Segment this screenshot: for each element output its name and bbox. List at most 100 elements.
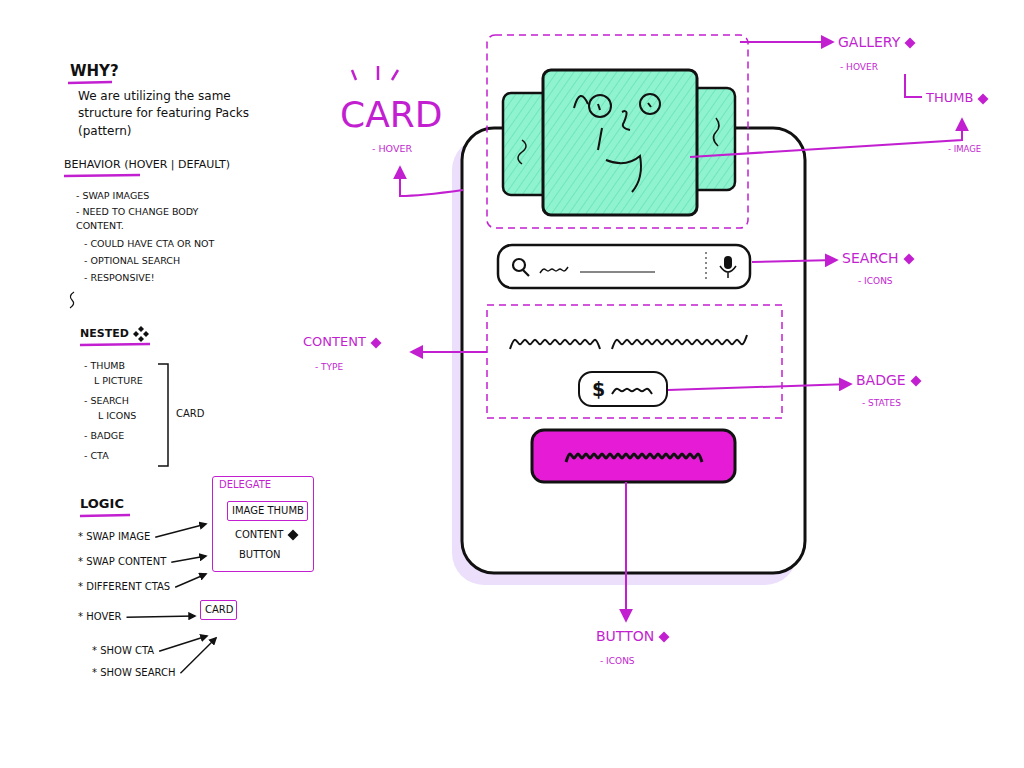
logic-item: * SHOW SEARCH (92, 667, 175, 680)
leader-line (625, 482, 627, 620)
component-icon (370, 337, 381, 348)
note-heading: LOGIC (80, 496, 124, 512)
logic-item: * DIFFERENT CTAS (78, 581, 170, 594)
note-item: - THUMB (84, 360, 125, 372)
bracket (158, 364, 168, 466)
bracket (70, 292, 74, 308)
component-icon (904, 37, 916, 49)
underline (68, 82, 112, 83)
underline (64, 175, 140, 176)
callout-label: SEARCH (842, 250, 915, 268)
callout-note: - ICONS (858, 276, 893, 287)
placeholder-scribble (612, 335, 747, 349)
gallery-images (543, 70, 697, 215)
search-bar (513, 259, 525, 271)
logic-arrow (180, 638, 216, 673)
gallery-images (640, 94, 660, 114)
logic-arrow (171, 556, 206, 562)
logic-arrow (127, 616, 195, 617)
leader-line (412, 351, 487, 353)
component-icon (138, 336, 144, 342)
gallery-images (574, 96, 651, 192)
callout-label: CONTENT (303, 334, 382, 350)
logic-item: * SHOW CTA (92, 645, 154, 658)
search-bar (724, 256, 732, 269)
badge-text: $ (592, 378, 605, 401)
logic-arrow (175, 574, 206, 587)
cta-button (532, 430, 735, 482)
component-icon (138, 326, 144, 332)
leader-line (905, 74, 922, 97)
component-icon (910, 375, 922, 387)
placeholder-scribble (566, 454, 702, 462)
note-item: - OPTIONAL SEARCH (84, 255, 180, 267)
logic-arrow (155, 524, 206, 537)
callout-label: BUTTON (596, 628, 670, 646)
component-icon (978, 93, 989, 104)
delegate-item: CONTENT (235, 529, 299, 541)
search-bar (498, 245, 750, 288)
logic-item: * HOVER (78, 611, 122, 624)
logic-arrow (159, 636, 207, 651)
cta-button (532, 430, 735, 482)
placeholder-scribble (540, 267, 568, 273)
bracket-label: CARD (176, 408, 204, 421)
search-bar (720, 266, 736, 278)
callout-note: - HOVER (372, 143, 412, 155)
search-bar (498, 245, 750, 288)
delegate-item: CARD (205, 604, 233, 616)
hover-ticks (352, 66, 398, 80)
delegate-box: CARD (200, 600, 237, 620)
leader-line (400, 42, 962, 620)
leader-line (752, 260, 836, 262)
note-heading: BEHAVIOR (HOVER | DEFAULT) (64, 158, 230, 172)
note-item: - BADGE (84, 430, 124, 442)
placeholder-scribble (566, 454, 702, 462)
leader-line (668, 384, 850, 390)
placeholder-scribble (612, 389, 652, 394)
underline (80, 515, 130, 516)
note-item: - SWAP IMAGES (76, 190, 149, 202)
hover-ticks (352, 66, 398, 80)
component-icon (659, 632, 670, 643)
note-item: - RESPONSIVE! (84, 272, 155, 284)
placeholder-scribble (510, 267, 747, 394)
note-item: - NEED TO CHANGE BODY CONTENT. (76, 205, 226, 233)
underline (80, 344, 150, 345)
note-item: - COULD HAVE CTA OR NOT (84, 238, 214, 250)
gallery-images (589, 95, 611, 117)
component-title: CARD (340, 92, 443, 137)
bracket (70, 292, 168, 466)
logic-item: * SWAP CONTENT (78, 556, 166, 569)
search-bar (706, 252, 707, 282)
callout-label: BADGE (856, 372, 922, 390)
delegate-group: DELEGATECONTENTBUTTONIMAGE THUMB (212, 476, 314, 572)
price-badge: $ (578, 371, 668, 407)
search-bar (523, 270, 529, 276)
logic-item: * SWAP IMAGE (78, 531, 150, 544)
search-bar (580, 271, 655, 272)
note-heading: WHY? (70, 62, 119, 81)
note-item: - SEARCH (84, 395, 129, 407)
note-text: We are utilizing the same structure for … (78, 88, 268, 140)
callout-note: - TYPE (315, 362, 343, 373)
note-item: L ICONS (98, 410, 136, 422)
content-region (487, 305, 782, 418)
callout-note: - IMAGE (948, 144, 981, 155)
component-icon (905, 38, 916, 49)
content-region (487, 305, 782, 418)
component-icon (910, 376, 921, 387)
note-item: - CTA (84, 450, 109, 462)
callout-label: GALLERY (838, 34, 916, 52)
leader-line (690, 120, 962, 157)
gallery-region (487, 35, 748, 228)
component-icon (658, 631, 670, 643)
component-icon (903, 253, 915, 265)
group-label: DELEGATE (219, 479, 271, 491)
callout-note: - ICONS (600, 656, 635, 667)
component-icon (977, 93, 989, 105)
callout-label: THUMB (926, 90, 989, 106)
placeholder-scribble (510, 340, 600, 349)
note-item: L PICTURE (94, 375, 143, 387)
